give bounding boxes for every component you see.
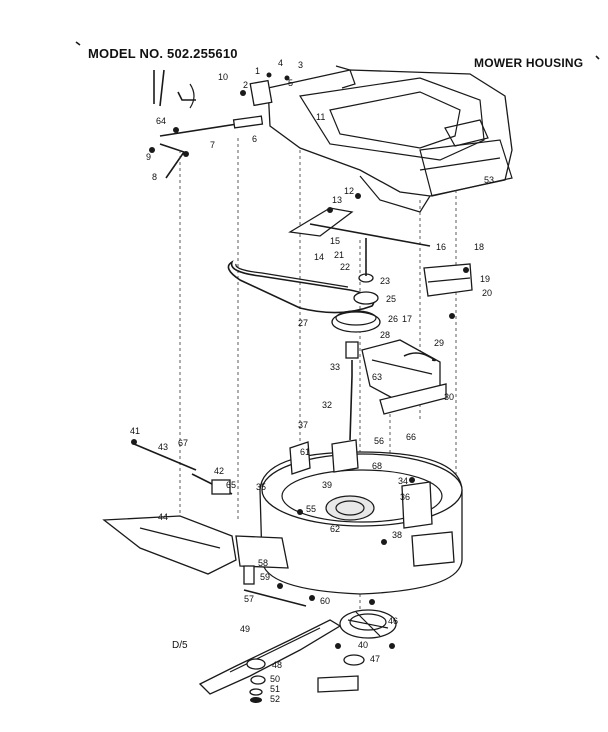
part-label: 61 [300,447,310,457]
drive-belt [227,260,375,314]
part-label: 8 [152,172,157,182]
part-label: 3 [298,60,303,70]
part-label: 15 [330,236,340,246]
part-label: 63 [372,372,382,382]
part-label: 64 [156,116,166,126]
part-label: 55 [306,504,316,514]
part-label: 53 [484,175,494,185]
part-reference-labels: 1 2 3 4 5 6 7 8 9 10 11 12 13 14 15 16 1… [130,58,494,704]
part-label: 38 [392,530,402,540]
idler-bracket [288,193,431,247]
part-label: 29 [434,338,444,348]
part-label: 65 [226,480,236,490]
part-label: 46 [388,616,398,626]
part-label: 32 [322,400,332,410]
part-label: 23 [380,276,390,286]
part-label: 25 [386,294,396,304]
part-label: 10 [218,72,228,82]
shift-rod [349,375,353,441]
part-label: 57 [244,594,254,604]
pulley-assembly [331,238,381,333]
part-label: 50 [270,674,280,684]
part-label: 36 [400,492,410,502]
part-label: 11 [316,112,325,122]
part-label: 68 [372,461,382,471]
part-label: 28 [380,330,390,340]
part-label: 35 [256,482,266,492]
part-label: 43 [158,442,168,452]
part-label: 59 [260,572,270,582]
mower-blade [198,619,359,703]
part-label: 2 [243,80,248,90]
part-label: 7 [210,140,215,150]
blade-adapter [335,599,397,666]
part-label: 49 [240,624,250,634]
part-label: 67 [178,438,188,448]
part-label: 12 [344,186,354,196]
part-label: 6 [252,134,257,144]
engine-deck [267,65,513,213]
part-label: 42 [214,466,224,476]
part-label: 16 [436,242,446,252]
control-linkage [149,69,290,179]
header-tick-left [75,41,81,46]
part-label: 13 [332,195,342,205]
part-label: 51 [270,684,280,694]
height-adjust-rod [131,439,233,495]
part-label: 58 [258,558,268,568]
part-label: 26 [388,314,398,324]
part-label: 56 [374,436,384,446]
part-label: 40 [358,640,368,650]
part-label: 33 [330,362,340,372]
alignment-lines [179,138,457,620]
part-label: 19 [480,274,490,284]
section-title: MOWER HOUSING [474,56,584,70]
part-label: 17 [402,314,412,324]
header-tick-right [595,55,600,60]
part-label: 52 [270,694,280,704]
part-label: 20 [482,288,492,298]
clutch-bracket [345,339,447,415]
model-number: MODEL NO. 502.255610 [88,46,238,61]
part-label: 14 [314,252,324,262]
part-label: 66 [406,432,416,442]
part-label: 9 [146,152,151,162]
part-label: 39 [322,480,332,490]
part-label: 48 [272,660,282,670]
part-label: 18 [474,242,484,252]
part-label: 34 [398,476,408,486]
page-mark: D/5 [172,640,188,651]
rear-rod [243,565,315,607]
part-label: 22 [340,262,350,272]
part-label: 5 [288,78,293,88]
part-label: 60 [320,596,330,606]
part-label: 27 [298,318,308,328]
part-label: 4 [278,58,283,68]
part-label: 1 [255,66,260,76]
part-label: 21 [334,250,344,260]
part-label: 62 [330,524,340,534]
discharge-chute [102,515,289,575]
part-label: 44 [158,512,168,522]
part-label: 37 [298,420,308,430]
part-label: 41 [130,426,140,436]
part-label: 30 [444,392,454,402]
right-bracket [423,263,473,319]
mower-deck-housing [259,439,463,595]
part-label: 47 [370,654,380,664]
